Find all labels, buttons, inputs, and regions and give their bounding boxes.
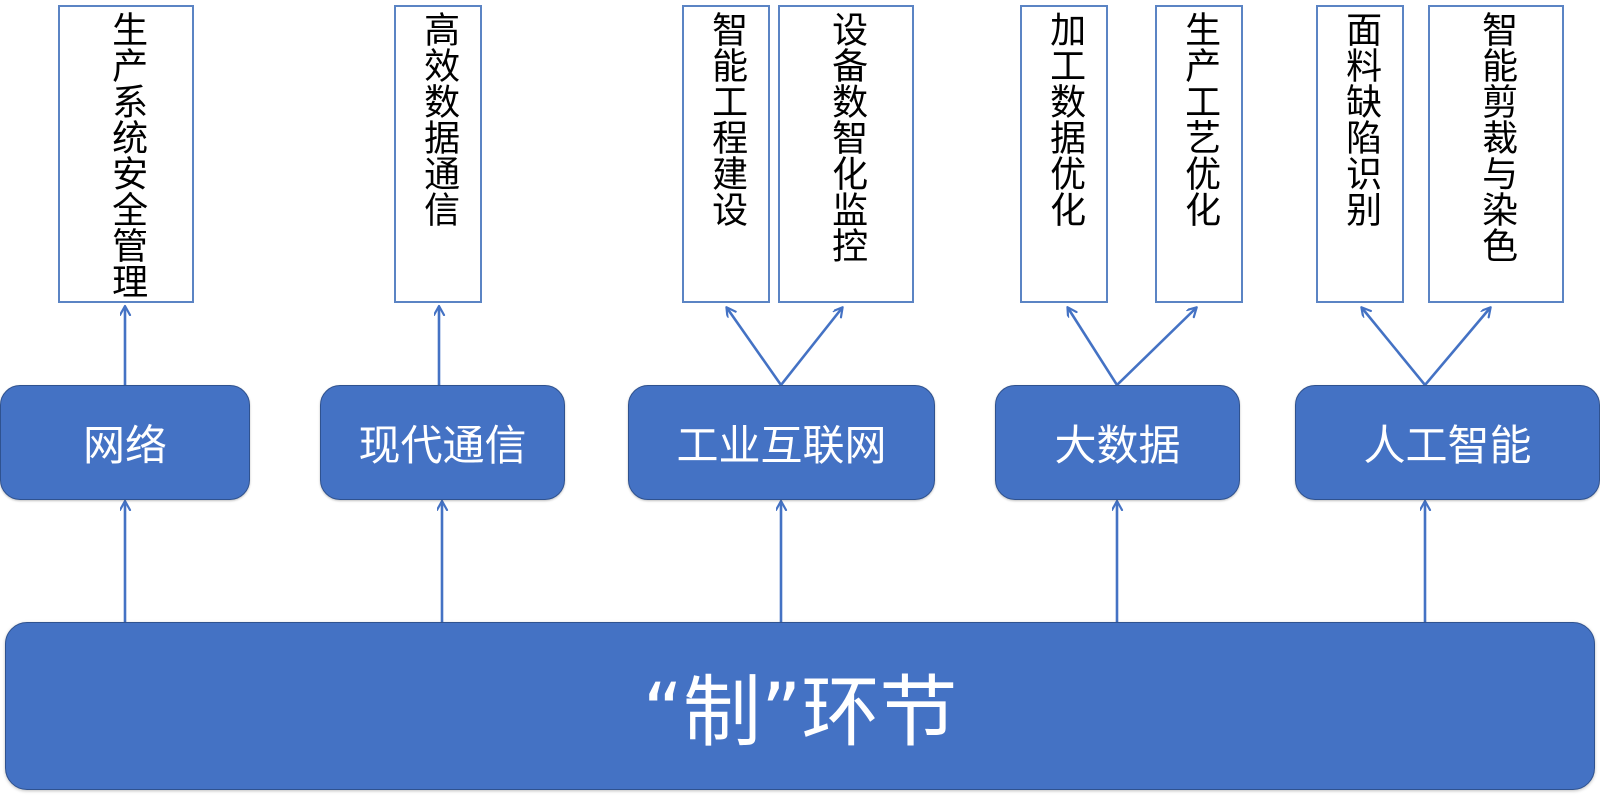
outcome-box-proc-data-opt[interactable]: 加工数据优化 [1020, 5, 1108, 303]
outcome-label: 高效数据通信 [418, 11, 460, 227]
arrow-ai-to-smart-cut-dye [1424, 308, 1490, 386]
outcome-label: 设备数智化监控 [826, 11, 868, 263]
outcome-label: 生产系统安全管理 [106, 11, 148, 299]
enabler-box-big-data[interactable]: 大数据 [995, 385, 1240, 500]
outcome-label: 智能工程建设 [706, 11, 748, 227]
outcome-label: 智能剪裁与染色 [1476, 11, 1518, 263]
outcome-box-smart-eng[interactable]: 智能工程建设 [682, 5, 770, 303]
outcome-box-fabric-defect[interactable]: 面料缺陷识别 [1316, 5, 1404, 303]
enabler-label: 工业互联网 [676, 421, 887, 470]
outcome-label: 生产工艺优化 [1179, 11, 1221, 227]
arrow-ai-to-fabric-defect [1362, 308, 1427, 386]
enabler-label: 现代通信 [358, 421, 527, 470]
enabler-box-iiot[interactable]: 工业互联网 [628, 385, 935, 500]
enabler-box-network[interactable]: 网络 [0, 385, 250, 500]
arrow-iiot-to-equip-monitor [779, 308, 842, 386]
arrow-iiot-to-smart-eng [727, 308, 783, 386]
outcome-box-equip-monitor[interactable]: 设备数智化监控 [778, 5, 914, 303]
outcome-label: 面料缺陷识别 [1340, 11, 1382, 227]
arrow-bigdata-to-craft-opt [1116, 308, 1196, 386]
foundation-bar[interactable]: “制”环节 [5, 622, 1595, 790]
outcome-label: 加工数据优化 [1044, 11, 1086, 227]
enabler-label: 大数据 [1054, 421, 1181, 470]
enabler-label: 人工智能 [1363, 421, 1532, 470]
enabler-label: 网络 [82, 421, 167, 470]
outcome-box-craft-opt[interactable]: 生产工艺优化 [1155, 5, 1243, 303]
outcome-box-data-comm[interactable]: 高效数据通信 [394, 5, 482, 303]
arrow-bigdata-to-proc-data-opt [1068, 308, 1119, 386]
outcome-box-prod-safety[interactable]: 生产系统安全管理 [58, 5, 194, 303]
enabler-box-ai[interactable]: 人工智能 [1295, 385, 1600, 500]
enabler-box-modern-comm[interactable]: 现代通信 [320, 385, 565, 500]
outcome-box-smart-cut-dye[interactable]: 智能剪裁与染色 [1428, 5, 1564, 303]
foundation-bar-label: “制”环节 [642, 668, 958, 758]
